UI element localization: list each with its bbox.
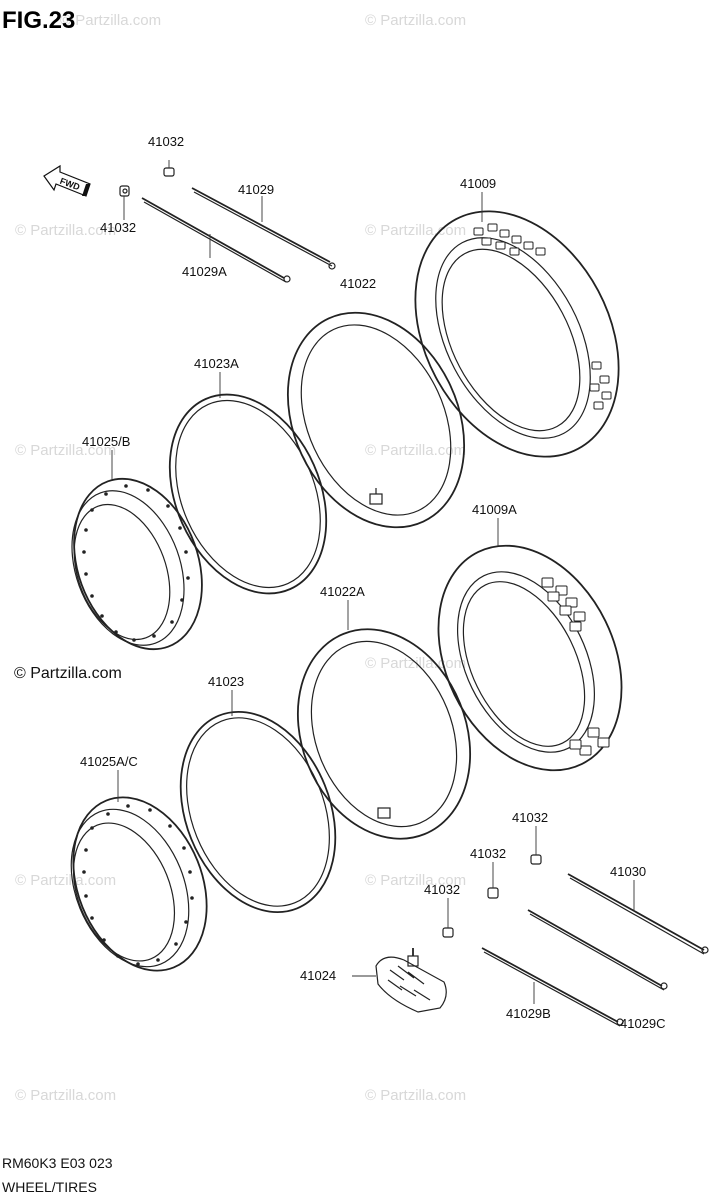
part-41029-spoke [191,187,336,270]
part-41022-rear-tube [286,311,466,529]
watermark: © Partzilla.com [365,442,466,459]
part-41009-rear-tire [414,192,620,458]
part-41023-rim-band [179,690,337,914]
watermarks: © Partzilla.com © Partzilla.com © Partzi… [15,12,466,1104]
label-41022: 41022 [340,276,376,291]
label-41009A: 41009A [472,502,517,517]
label-41025B: 41025/B [82,434,130,449]
copyright-text: © Partzilla.com [14,665,122,682]
part-41029B-spoke [481,947,624,1027]
label-41029: 41029 [238,182,274,197]
part-41023A-rim-band [168,372,328,595]
label-41023A: 41023A [194,356,239,371]
part-41029C-spoke [527,909,668,991]
label-41029C: 41029C [620,1016,666,1031]
part-41032-top-screw [163,160,175,177]
part-41032-left-screw [119,185,130,220]
label-41029B: 41029B [506,1006,551,1021]
watermark: © Partzilla.com [365,872,466,889]
part-labels: 41032 41032 41029 41029A 41022 41009 410… [80,134,666,1031]
watermark: © Partzilla.com [15,222,116,239]
part-41032-screw-c [530,826,542,865]
part-41024-rim-lock [352,948,447,1013]
figure-title: FIG.23 [2,7,75,34]
part-41025B-rim [71,450,203,651]
watermark: © Partzilla.com [15,872,116,889]
part-41009A-front-tire [437,518,623,772]
label-41023: 41023 [208,674,244,689]
label-41032: 41032 [470,846,506,861]
label-41025AC: 41025A/C [80,754,138,769]
label-41024: 41024 [300,968,336,983]
label-41032: 41032 [512,810,548,825]
watermark: © Partzilla.com [365,1087,466,1104]
part-41032-screw-e [442,898,454,938]
part-41022A-front-tube [296,600,472,840]
forward-arrow-icon: FWD [43,164,91,197]
label-41032: 41032 [100,220,136,235]
model-code: RM60K3 E03 023 [2,1155,113,1171]
watermark: © Partzilla.com [15,1087,116,1104]
label-41032: 41032 [424,882,460,897]
label-41030: 41030 [610,864,646,879]
watermark: © Partzilla.com [365,12,466,29]
label-41029A: 41029A [182,264,227,279]
watermark: © Partzilla.com [15,442,116,459]
watermark: © Partzilla.com [60,12,161,29]
label-41022A: 41022A [320,584,365,599]
part-41032-screw-d [487,862,499,899]
copyright-notice: © Partzilla.com [14,665,122,682]
watermark: © Partzilla.com [365,222,466,239]
watermark: © Partzilla.com [365,655,466,672]
label-41009: 41009 [460,176,496,191]
part-41030-spoke [567,873,709,955]
section-title: WHEEL/TIRES [2,1179,97,1195]
part-41029A-spoke [141,197,291,283]
part-41025AC-rim [70,770,208,972]
label-41032: 41032 [148,134,184,149]
